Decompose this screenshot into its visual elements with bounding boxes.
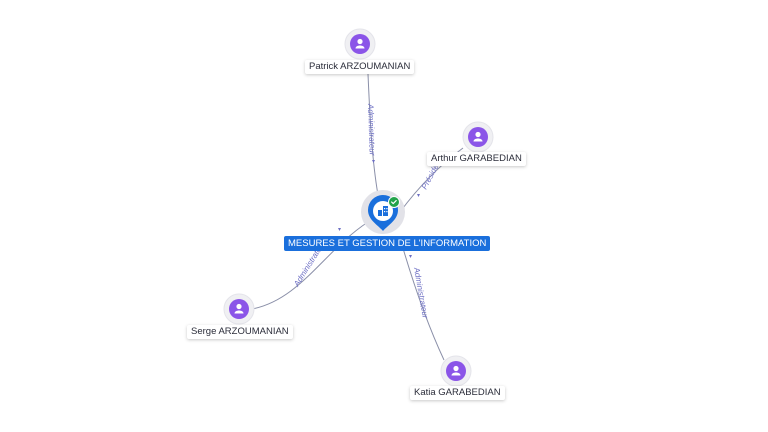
arrow-katia	[409, 255, 412, 258]
arrow-patrick	[372, 160, 375, 163]
person-node-katia[interactable]	[440, 355, 472, 387]
edge-label-patrick: Administrateur	[366, 103, 377, 156]
person-icon	[451, 365, 461, 376]
company-name-label[interactable]: MESURES ET GESTION DE L'INFORMATION	[284, 236, 491, 251]
person-node-serge[interactable]	[223, 293, 255, 325]
building-icon	[378, 206, 388, 216]
arrow-arthur	[417, 194, 420, 197]
edge-patrick	[367, 73, 379, 196]
arrow-serge	[338, 228, 341, 231]
person-icon	[234, 303, 244, 314]
company-node[interactable]	[361, 190, 405, 234]
person-node-patrick[interactable]	[344, 28, 376, 60]
person-name-arthur[interactable]: Arthur GARABEDIAN	[427, 152, 526, 166]
person-icon	[355, 38, 365, 49]
edge-serge	[251, 221, 369, 310]
person-name-katia[interactable]: Katia GARABEDIAN	[410, 386, 505, 400]
edge-label-katia: Administrateur	[412, 266, 430, 320]
check-icon	[391, 200, 397, 205]
person-icon	[473, 131, 483, 142]
edge-arrows	[338, 160, 420, 258]
person-node-arthur[interactable]	[462, 121, 494, 153]
person-name-serge[interactable]: Serge ARZOUMANIAN	[187, 325, 293, 339]
edges	[251, 73, 464, 361]
person-name-patrick[interactable]: Patrick ARZOUMANIAN	[305, 60, 415, 74]
edge-katia	[399, 237, 445, 361]
